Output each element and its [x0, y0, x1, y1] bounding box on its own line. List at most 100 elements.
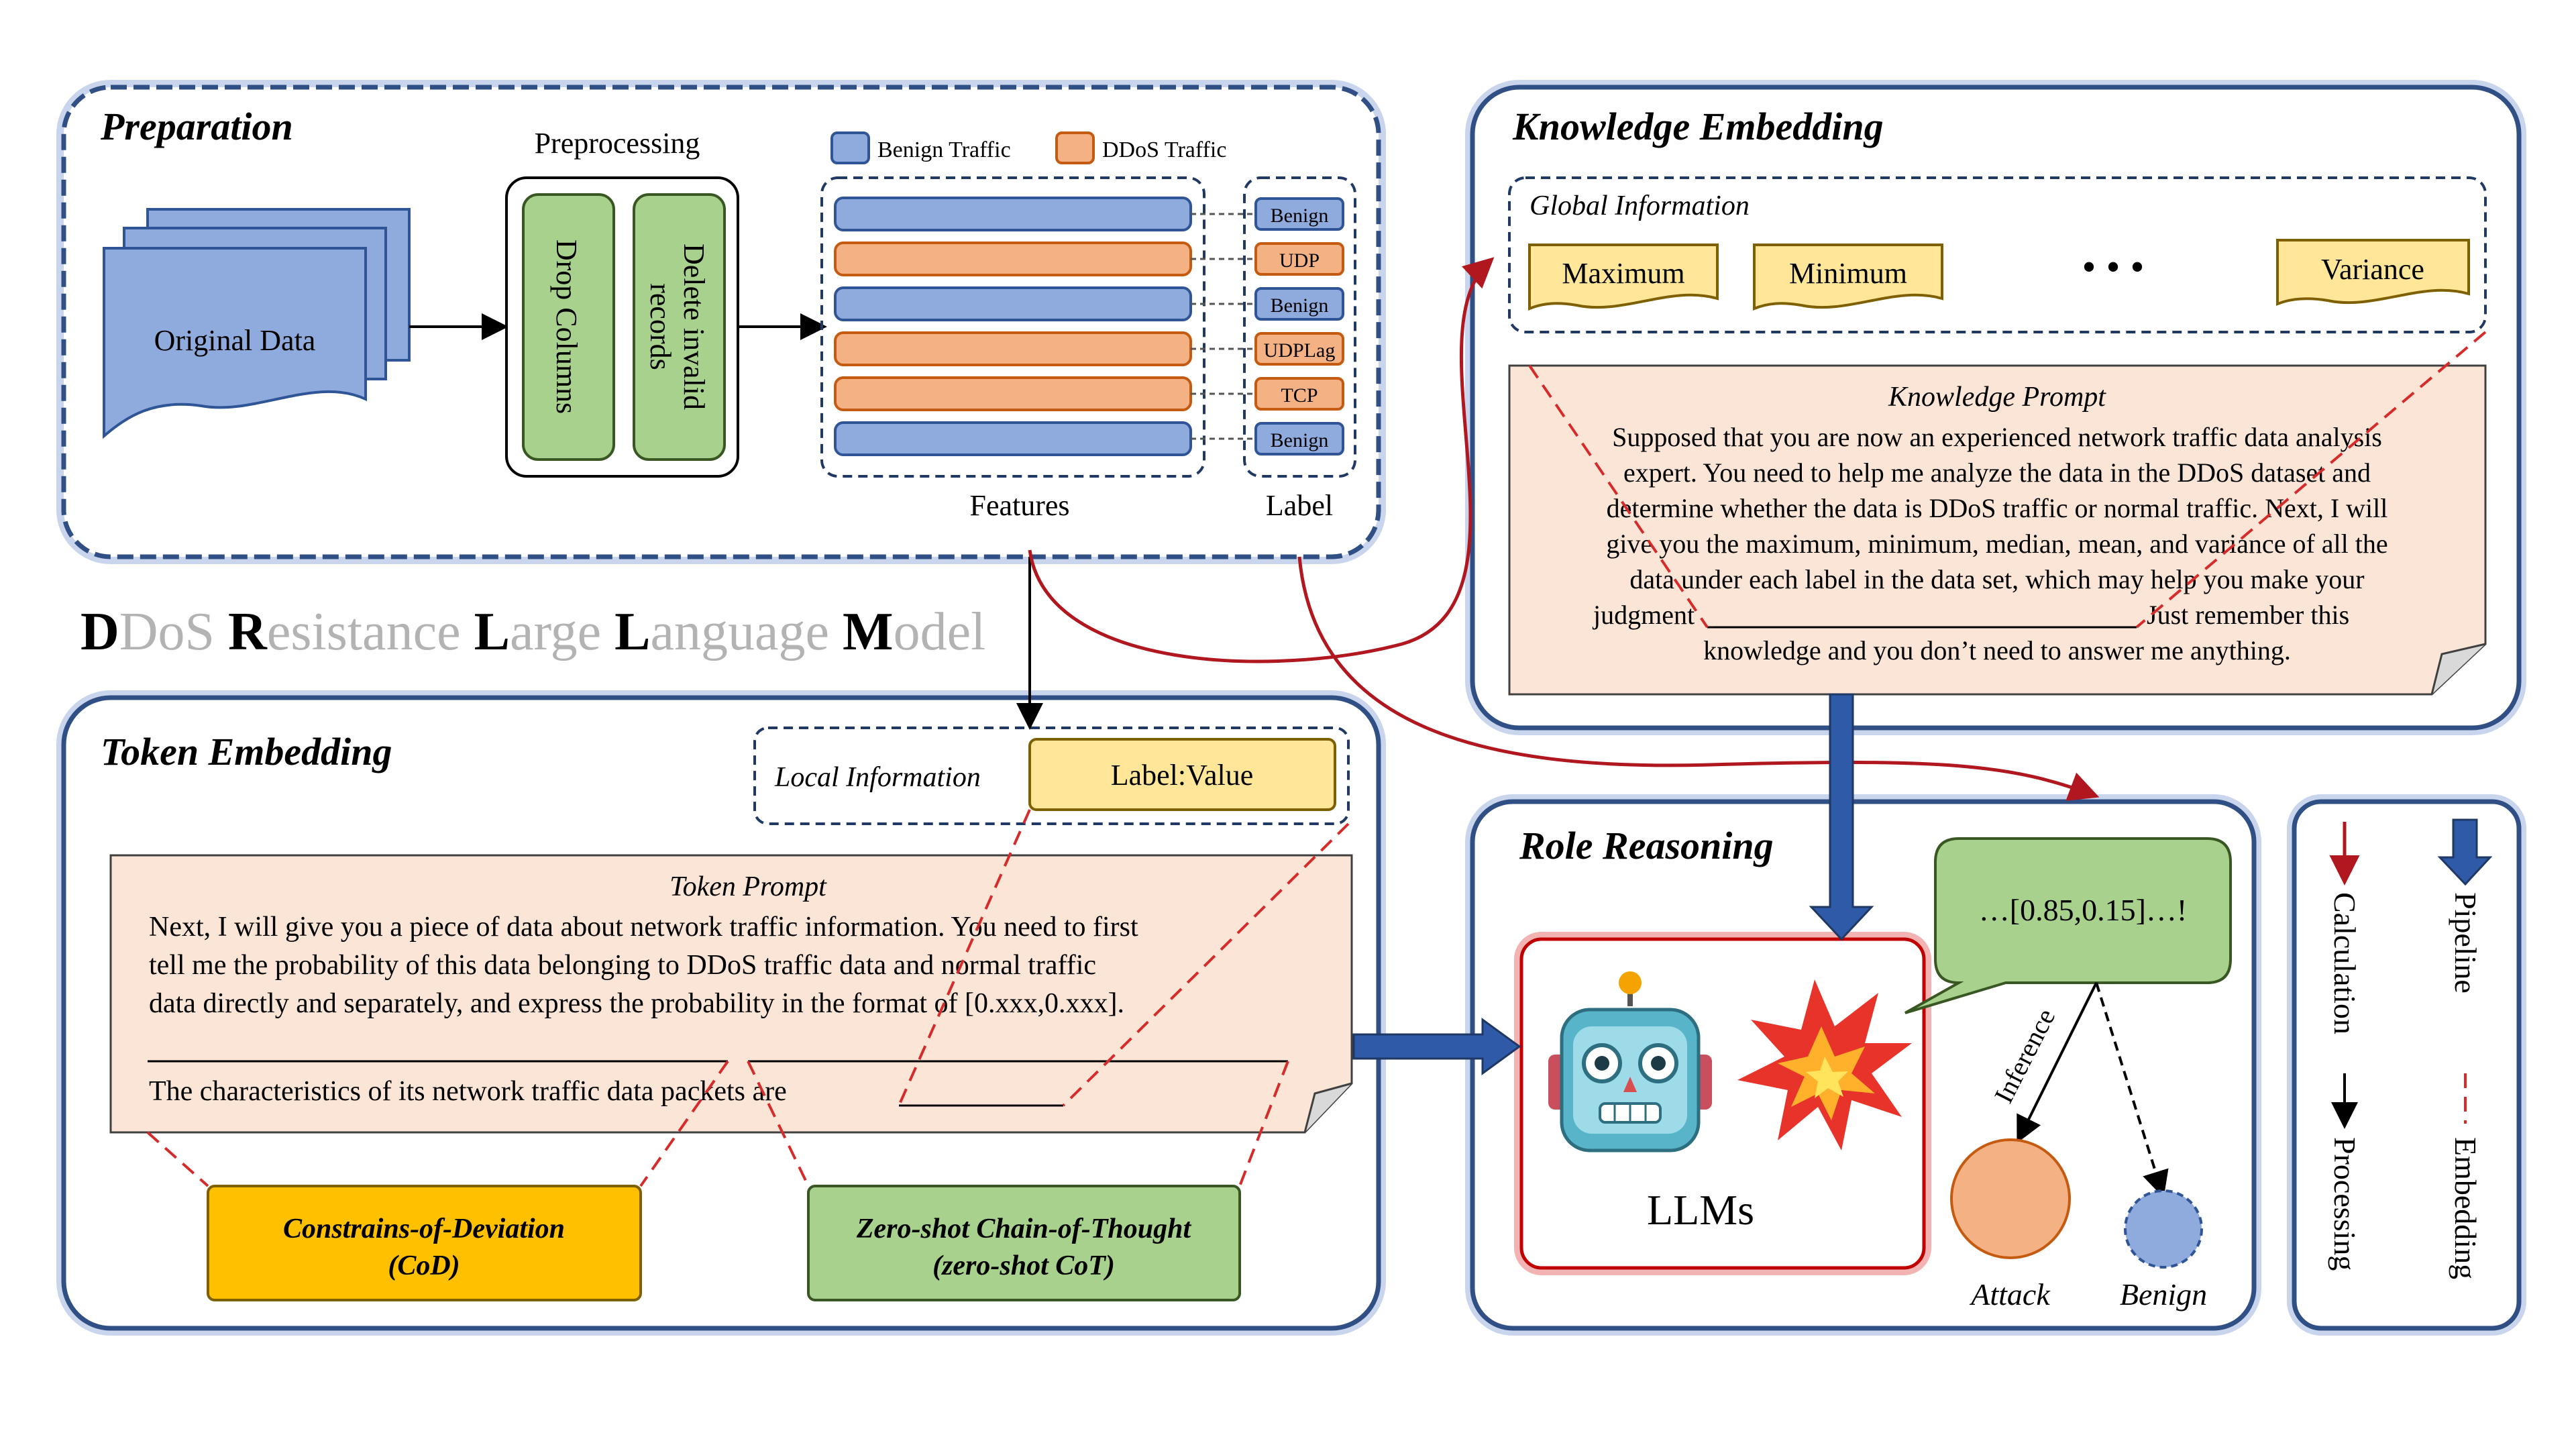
token-prompt-line: tell me the probability of this data bel…	[149, 950, 1096, 981]
features-container	[820, 176, 1205, 478]
stat-scroll-variance	[2276, 239, 2470, 306]
label-value-text: Label:Value	[1111, 759, 1254, 792]
label-chip	[1254, 242, 1344, 276]
token-embedding-panel: Token Embedding Local Information Label:…	[56, 690, 1386, 1336]
label-chip-text: UDP	[1279, 250, 1320, 272]
stat-variance: Variance	[2321, 253, 2424, 286]
label-chip	[1254, 332, 1344, 366]
preprocessing-label: Preprocessing	[535, 127, 700, 160]
model-name-initial: D	[80, 602, 119, 661]
preparation-title: Preparation	[100, 105, 293, 148]
label-chip-text: Benign	[1271, 429, 1329, 451]
token-prompt-title: Token Prompt	[669, 871, 827, 902]
cod-box	[207, 1185, 642, 1301]
label-chip	[1254, 197, 1344, 231]
token-title: Token Embedding	[101, 730, 392, 773]
knowledge-prompt-tail: Just remember this	[2147, 600, 2349, 630]
knowledge-prompt-line: expert. You need to help me analyze the …	[1623, 458, 2371, 488]
label-chip-text: Benign	[1271, 294, 1329, 317]
knowledge-prompt-line: Supposed that you are now an experienced…	[1612, 422, 2382, 452]
model-name-rest: anguage	[651, 602, 843, 661]
model-name-initial: L	[614, 602, 650, 661]
model-name-initial: L	[474, 602, 510, 661]
token-prompt-last: The characteristics of its network traff…	[149, 1076, 787, 1107]
legend-benign-swatch	[830, 131, 870, 164]
model-name-initial: M	[843, 602, 894, 661]
note-fold	[1303, 1082, 1352, 1133]
cot-line2: (zero-shot CoT)	[932, 1250, 1115, 1281]
label-chip	[1254, 377, 1344, 411]
llms-label: LLMs	[1647, 1186, 1754, 1234]
cot-box	[807, 1185, 1241, 1301]
features-label: Features	[969, 489, 1069, 522]
attack-label: Attack	[1969, 1277, 2051, 1311]
knowledge-prompt-judgment: judgment	[1592, 600, 1695, 630]
knowledge-embedding-panel: Knowledge Embedding Global Information M…	[1465, 80, 2526, 735]
pipeline-arrow-knowledge-to-llm	[1809, 693, 1874, 941]
calculation-curve-features-to-global	[1028, 257, 1495, 663]
label-caption: Label	[1266, 489, 1333, 522]
model-name-rest: arge	[510, 602, 614, 661]
ellipsis-dots: • • •	[2082, 245, 2144, 289]
embedding-line	[146, 1131, 209, 1187]
knowledge-prompt-line: determine whether the data is DDoS traff…	[1607, 493, 2388, 523]
embedding-line	[639, 1060, 729, 1187]
robot-icon	[1548, 971, 1712, 1152]
feature-label-connectors	[1191, 213, 1254, 440]
knowledge-prompt-line: give you the maximum, minimum, median, m…	[1606, 529, 2387, 559]
delete-invalid-line1: Delete invalid	[678, 244, 710, 410]
model-name: DDoS Resistance Large Language Model	[80, 602, 985, 661]
benign-node	[2124, 1189, 2203, 1269]
explosion-icon	[1737, 979, 1912, 1150]
role-reasoning-panel: Role Reasoning LLMs	[1465, 794, 2261, 1336]
legend-processing: Processing	[2328, 1137, 2362, 1271]
embedding-line	[2135, 331, 2487, 629]
stat-minimum: Minimum	[1789, 257, 1907, 290]
knowledge-prompt-title: Knowledge Prompt	[1888, 382, 2106, 413]
delete-invalid-box	[633, 193, 726, 461]
cod-line2: (CoD)	[388, 1250, 460, 1281]
feature-row	[834, 331, 1192, 366]
legend-calculation: Calculation	[2328, 892, 2362, 1034]
local-info-label: Local Information	[774, 762, 981, 793]
note-fold	[2430, 643, 2486, 695]
label-container	[1243, 176, 1356, 478]
model-name-rest: DoS	[119, 602, 228, 661]
embedding-line	[1062, 822, 1350, 1107]
drop-columns-box	[522, 193, 615, 461]
stat-scroll-minimum	[1753, 244, 1943, 311]
role-title: Role Reasoning	[1519, 824, 1774, 867]
benign-label: Benign	[2120, 1277, 2207, 1311]
drop-columns-label: Drop Columns	[550, 239, 583, 414]
legend-ddos-label: DDoS Traffic	[1102, 138, 1226, 162]
feature-row	[834, 421, 1192, 456]
knowledge-prompt-last: knowledge and you don’t need to answer m…	[1703, 635, 2291, 665]
feature-row	[834, 286, 1192, 321]
model-name-initial: R	[228, 602, 268, 661]
knowledge-prompt-line: data under each label in the data set, w…	[1629, 564, 2364, 594]
preparation-panel: Preparation Original Data Preprocessing …	[56, 80, 1386, 564]
output-text: …[0.85,0.15]…!	[1979, 893, 2187, 927]
legend-ddos-swatch	[1055, 131, 1095, 164]
delete-invalid-line2: records	[644, 283, 677, 370]
pipeline-arrow-token-to-llm	[1352, 1018, 1521, 1075]
original-data-icon	[103, 208, 411, 439]
cot-line1: Zero-shot Chain-of-Thought	[856, 1214, 1192, 1244]
feature-row	[834, 241, 1192, 276]
calculation-curve-label-to-output	[1297, 556, 2100, 801]
cod-line1: Constrains-of-Deviation	[283, 1214, 565, 1244]
label-value-box	[1028, 738, 1336, 811]
output-bubble	[1904, 837, 2232, 1014]
local-info-container	[753, 727, 1350, 825]
knowledge-title: Knowledge Embedding	[1512, 105, 1884, 148]
global-info-label: Global Information	[1529, 191, 1750, 221]
legend-panel: Calculation Processing Pipeline Embeddin…	[2287, 794, 2526, 1336]
stat-maximum: Maximum	[1562, 257, 1684, 290]
label-chip-text: UDPLag	[1264, 339, 1336, 362]
model-name-rest: esistance	[267, 602, 474, 661]
inference-arrow-attack	[2017, 982, 2098, 1144]
token-prompt-line: data directly and separately, and expres…	[149, 988, 1124, 1019]
global-info-container	[1508, 176, 2487, 333]
label-chip-text: Benign	[1271, 205, 1329, 227]
